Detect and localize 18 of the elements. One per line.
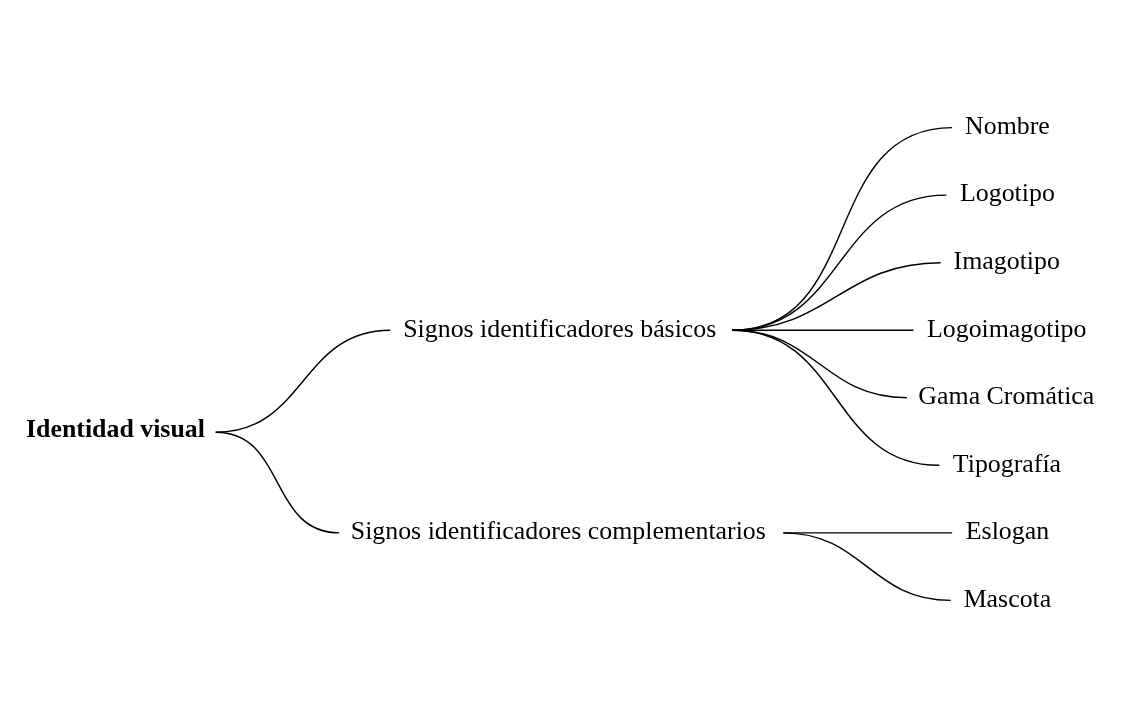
node-text: Mascota [963,583,1052,613]
node-text: Identidad visual [26,414,205,444]
node-text: Logotipo [960,178,1055,208]
node-text: Signos identificadores básicos [403,313,717,343]
node-text: Nombre [965,110,1050,140]
connector [731,126,953,331]
connector [214,431,340,534]
node-text: Signos identificadores complementarios [350,516,766,546]
node-text: Eslogan [965,516,1050,546]
connector [782,532,952,602]
connector [731,194,948,331]
connector [731,261,942,331]
node-text: Tipografía [952,448,1062,478]
connector [731,329,940,467]
node-text: Imagotipo [953,246,1060,276]
node-text: Gama Cromática [918,381,1095,411]
connector [214,329,391,433]
node-text: Logoimagotipo [927,313,1087,343]
